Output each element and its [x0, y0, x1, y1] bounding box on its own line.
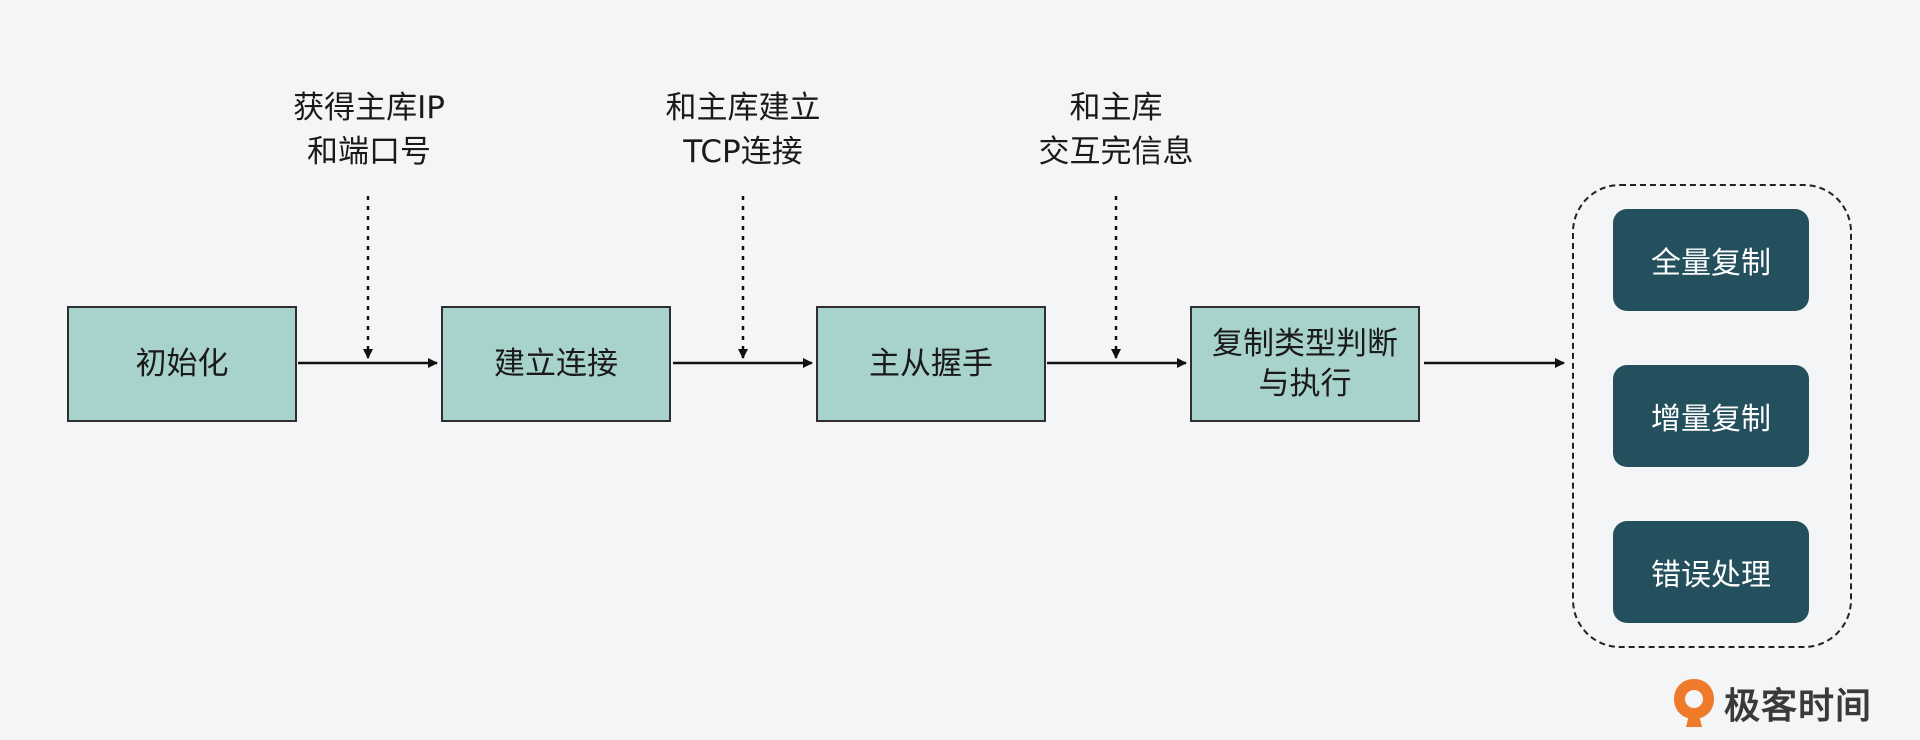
error-handling: 错误处理 — [1613, 521, 1809, 623]
geektime-logo-icon — [1674, 679, 1714, 727]
step-replication-type: 复制类型判断 与执行 — [1190, 306, 1420, 422]
replication-type-group — [1572, 184, 1852, 648]
step-init: 初始化 — [67, 306, 297, 422]
annotation-exchange-info: 和主库 交互完信息 — [1038, 90, 1194, 170]
annotation-get-master-ip-port: 获得主库IP 和端口号 — [293, 90, 445, 170]
annotation-establish-tcp: 和主库建立 TCP连接 — [665, 90, 821, 170]
step-master-slave-handshake: 主从握手 — [816, 306, 1046, 422]
full-replication: 全量复制 — [1613, 209, 1809, 311]
step-establish-connection: 建立连接 — [441, 306, 671, 422]
brand-name: 极客时间 — [1724, 686, 1873, 727]
incremental-replication: 增量复制 — [1613, 365, 1809, 467]
brand-logo: 极客时间 — [1672, 675, 1872, 731]
